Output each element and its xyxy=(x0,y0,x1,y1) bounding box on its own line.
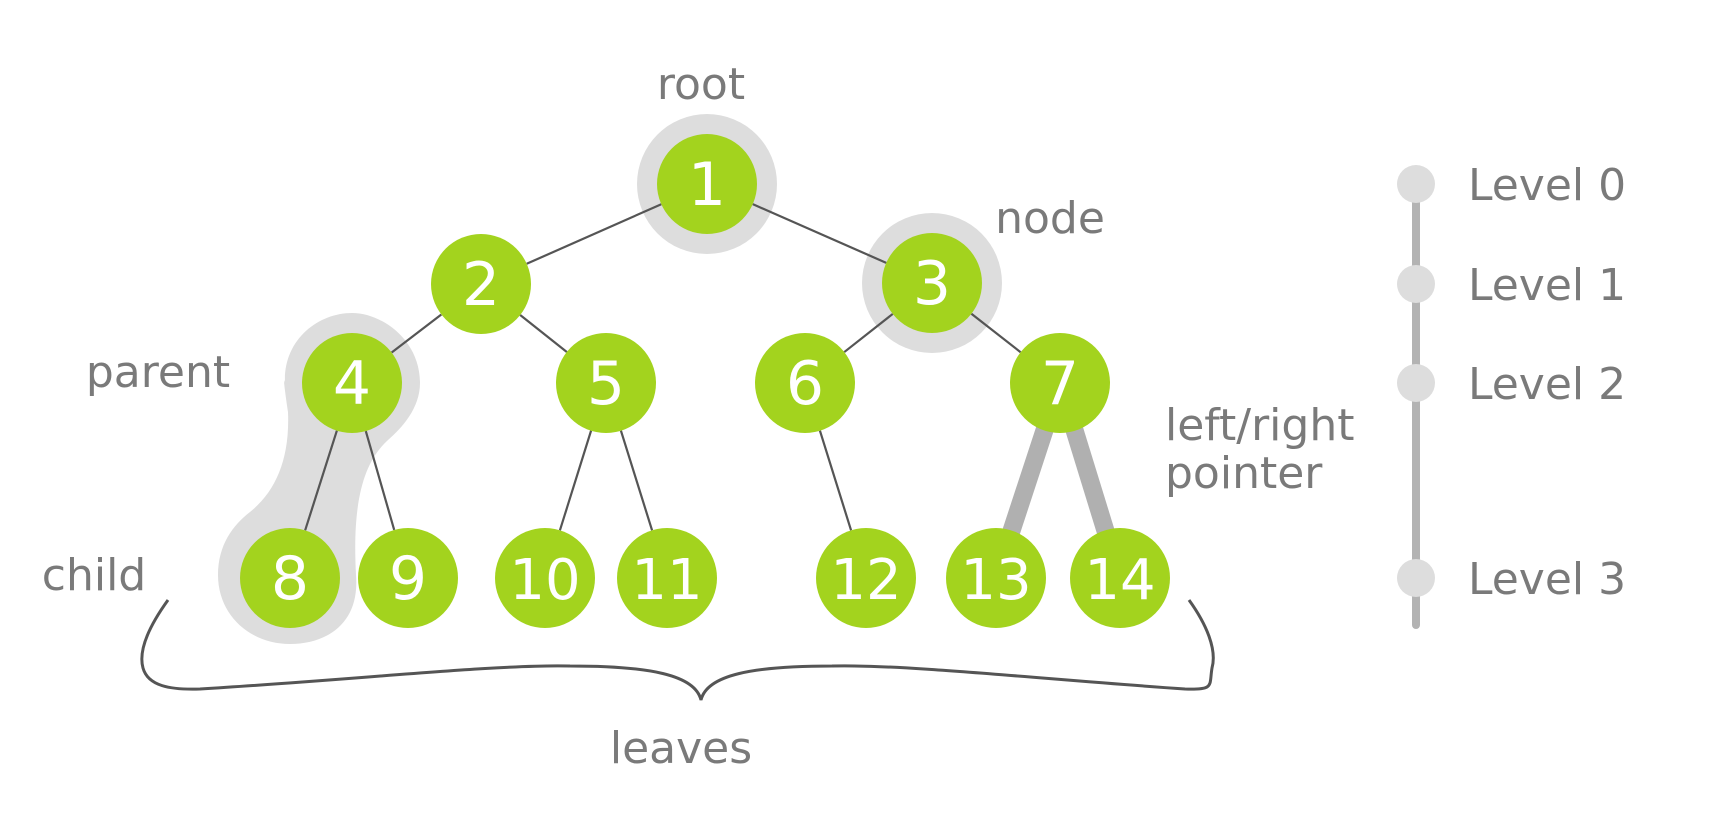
edge-layer xyxy=(304,203,1117,543)
tree-node-circle-4 xyxy=(302,333,402,433)
edge-4-9 xyxy=(364,430,396,531)
tree-node-circle-13 xyxy=(946,528,1046,628)
level-3-marker xyxy=(1397,559,1435,597)
level-3-label: Level 3 xyxy=(1468,554,1626,605)
tree-node-10: 10 xyxy=(495,528,595,628)
tree-node-label-11: 11 xyxy=(631,548,702,613)
leaves-label: leaves xyxy=(610,723,752,774)
pointer-edge-7-13 xyxy=(999,418,1057,543)
root-label: root xyxy=(657,59,745,110)
tree-node-circle-14 xyxy=(1070,528,1170,628)
edge-5-10 xyxy=(558,430,593,531)
tree-node-7: 7 xyxy=(1010,333,1110,433)
tree-node-6: 6 xyxy=(755,333,855,433)
pointer-label-line1: left/right xyxy=(1165,400,1354,451)
tree-node-circle-8 xyxy=(240,528,340,628)
edge-5-11 xyxy=(619,430,654,531)
tree-node-label-12: 12 xyxy=(830,548,901,613)
tree-node-circle-11 xyxy=(617,528,717,628)
edge-2-4 xyxy=(390,313,443,354)
tree-node-label-14: 14 xyxy=(1084,548,1155,613)
pointer-label-line2: pointer xyxy=(1165,448,1323,499)
tree-node-label-1: 1 xyxy=(688,150,726,220)
tree-node-label-9: 9 xyxy=(389,544,427,614)
tree-node-circle-1 xyxy=(657,134,757,234)
tree-node-2: 2 xyxy=(431,234,531,334)
tree-node-circle-7 xyxy=(1010,333,1110,433)
parent-label: parent xyxy=(86,347,230,398)
child-label: child xyxy=(42,550,146,601)
tree-node-5: 5 xyxy=(556,333,656,433)
tree-node-13: 13 xyxy=(946,528,1046,628)
level-2-label: Level 2 xyxy=(1468,359,1626,410)
level-0-label: Level 0 xyxy=(1468,160,1626,211)
tree-node-label-5: 5 xyxy=(587,349,625,419)
tree-node-8: 8 xyxy=(240,528,340,628)
tree-node-4: 4 xyxy=(302,333,402,433)
tree-node-label-13: 13 xyxy=(960,548,1031,613)
tree-node-3: 3 xyxy=(882,233,982,333)
edge-1-2 xyxy=(526,203,662,265)
tree-node-label-2: 2 xyxy=(462,250,500,320)
level-1-marker xyxy=(1397,265,1435,303)
edge-1-3 xyxy=(752,203,887,264)
tree-node-circle-9 xyxy=(358,528,458,628)
tree-node-14: 14 xyxy=(1070,528,1170,628)
tree-node-circle-2 xyxy=(431,234,531,334)
tree-node-label-7: 7 xyxy=(1041,349,1079,419)
node-label: node xyxy=(995,193,1105,244)
pointer-edge-7-14 xyxy=(1063,418,1117,543)
tree-node-12: 12 xyxy=(816,528,916,628)
tree-node-label-6: 6 xyxy=(786,349,824,419)
tree-node-11: 11 xyxy=(617,528,717,628)
tree-node-label-3: 3 xyxy=(913,249,951,319)
level-scale: Level 0 Level 1 Level 2 Level 3 xyxy=(1397,160,1626,629)
tree-node-label-10: 10 xyxy=(509,548,580,613)
level-1-label: Level 1 xyxy=(1468,260,1626,311)
tree-node-circle-3 xyxy=(882,233,982,333)
tree-node-circle-10 xyxy=(495,528,595,628)
edge-3-7 xyxy=(970,312,1022,354)
edge-6-12 xyxy=(818,430,853,531)
tree-node-circle-12 xyxy=(816,528,916,628)
tree-node-label-8: 8 xyxy=(271,544,309,614)
tree-node-circle-6 xyxy=(755,333,855,433)
tree-node-label-4: 4 xyxy=(333,349,371,419)
level-2-marker xyxy=(1397,364,1435,402)
level-0-marker xyxy=(1397,165,1435,203)
tree-node-circle-5 xyxy=(556,333,656,433)
edge-4-8 xyxy=(304,430,338,531)
edge-2-5 xyxy=(519,314,568,353)
tree-node-1: 1 xyxy=(657,134,757,234)
edge-3-6 xyxy=(843,313,894,353)
tree-node-9: 9 xyxy=(358,528,458,628)
leaves-brace xyxy=(140,599,1215,701)
